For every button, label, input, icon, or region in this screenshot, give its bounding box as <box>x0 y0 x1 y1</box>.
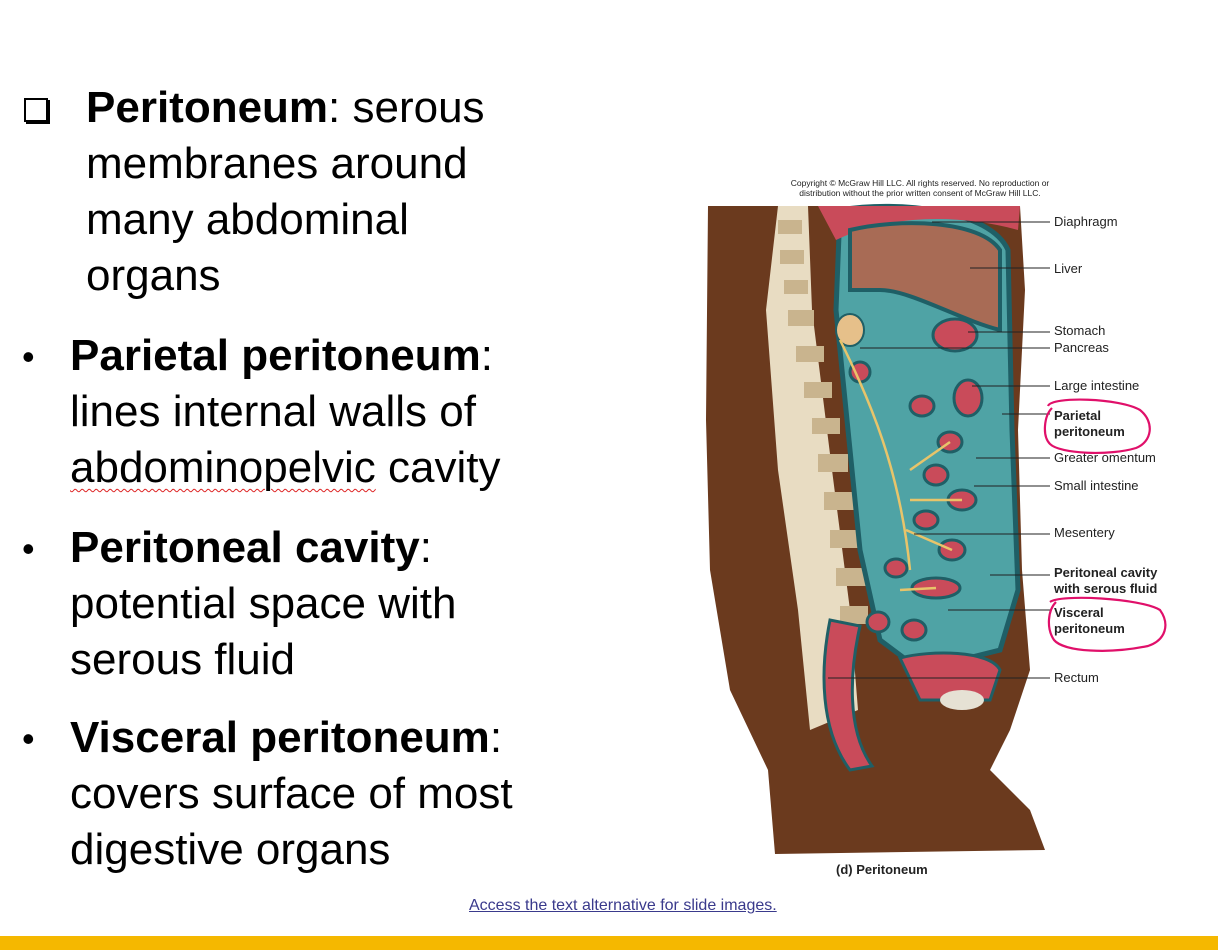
peritoneum-figure: Copyright © McGraw Hill LLC. All rights … <box>700 170 1180 890</box>
bullet-dot-icon: • <box>22 718 35 759</box>
checkbox-bullet-icon <box>24 98 48 122</box>
bullet-visceral-peritoneum: Visceral peritoneum: covers surface of m… <box>70 713 513 874</box>
label-visceral-peritoneum: Visceral peritoneum <box>1054 605 1125 636</box>
bullet-peritoneal-cavity: Peritoneal cavity: potential space with … <box>70 523 457 684</box>
label-pancreas: Pancreas <box>1054 340 1109 355</box>
label-diaphragm: Diaphragm <box>1054 214 1118 229</box>
label-rectum: Rectum <box>1054 670 1099 685</box>
accent-bar <box>0 936 1218 950</box>
figure-caption: (d) Peritoneum <box>836 862 928 877</box>
bullet-dot-icon: • <box>22 336 35 377</box>
label-small-intestine: Small intestine <box>1054 478 1139 493</box>
term-visceral-peritoneum: Visceral peritoneum <box>70 713 490 762</box>
label-liver: Liver <box>1054 261 1083 276</box>
label-large-intestine: Large intestine <box>1054 378 1140 393</box>
label-peritoneal-cavity: Peritoneal cavity with serous fluid <box>1054 565 1158 596</box>
term-parietal-peritoneum: Parietal peritoneum <box>70 331 481 380</box>
bullet-parietal-peritoneum: Parietal peritoneum: lines internal wall… <box>70 331 501 492</box>
copyright-notice: Copyright © McGraw Hill LLC. All rights … <box>790 178 1050 198</box>
label-greater-omentum: Greater omentum <box>1054 450 1156 465</box>
bullet-peritoneum: Peritoneum: serous membranes around many… <box>86 83 485 300</box>
bullet-dot-icon: • <box>22 528 35 569</box>
label-mesentery: Mesentery <box>1054 525 1115 540</box>
label-parietal-peritoneum: Parietal peritoneum <box>1054 408 1125 439</box>
anatomy-illustration <box>706 203 1167 854</box>
label-stomach: Stomach <box>1054 323 1106 338</box>
term-peritoneal-cavity: Peritoneal cavity <box>70 523 420 572</box>
text-alternative-link[interactable]: Access the text alternative for slide im… <box>469 897 777 914</box>
term-peritoneum: Peritoneum <box>86 83 329 132</box>
